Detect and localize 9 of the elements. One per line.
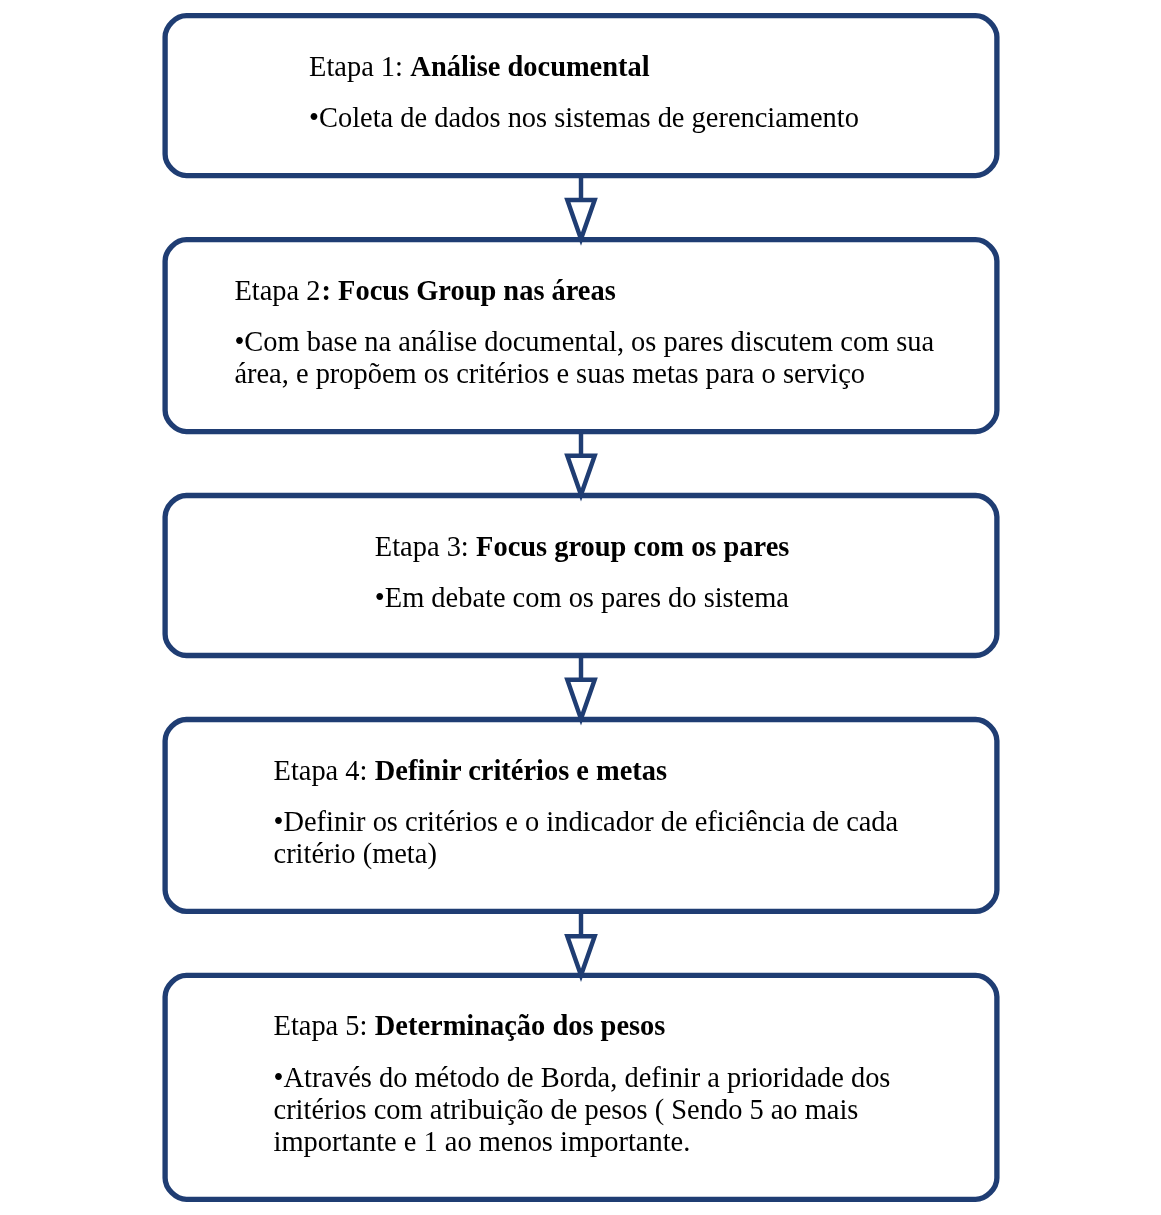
arrow: [563, 176, 598, 246]
node-box: Etapa 4: Definir critérios e metas •Definir os critérios e o indicador de eficiência de cada critério (meta): [161, 716, 1000, 915]
arrow: [563, 656, 598, 726]
node-box: Etapa 1: Análise documental •Coleta de dados nos sistemas de gerenciamento: [161, 13, 1000, 179]
node-box: Etapa 2: Focus Group nas áreas •Com base na análise documental, os pares discutem com sua área, e propõem os critérios e suas metas para o serviço: [161, 236, 1000, 435]
node-box: Etapa 5: Determinação dos pesos •Através do método de Borda, definir a prioridade dos critérios com atribuição de pesos ( Sendo 5 ao mais importante e 1 ao menos importante.: [161, 972, 1000, 1202]
arrow: [563, 432, 598, 502]
node-box: Etapa 3: Focus group com os pares •Em debate com os pares do sistema: [161, 492, 1000, 659]
arrow: [563, 911, 598, 983]
